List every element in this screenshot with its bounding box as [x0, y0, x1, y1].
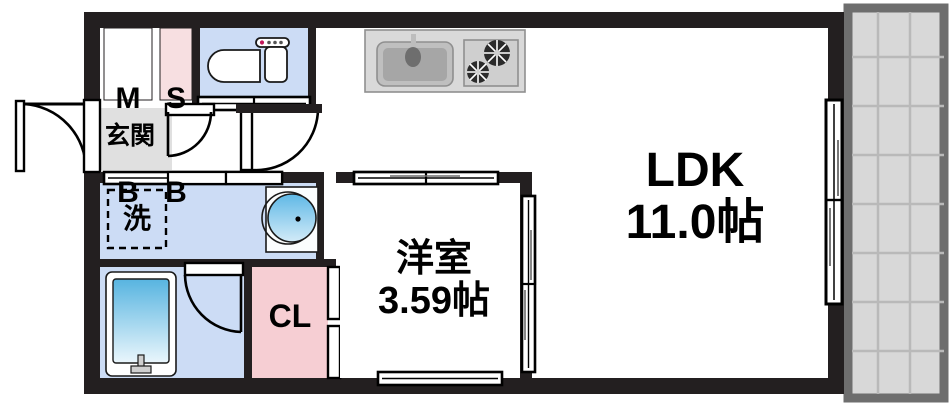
- wash-basin-icon: [261, 186, 319, 253]
- ldk-area-label: 11.0帖: [625, 196, 765, 249]
- closet: [252, 259, 336, 378]
- ldk-name-label: LDK: [645, 144, 745, 197]
- shoe-box: [159, 27, 193, 101]
- bath-door[interactable]: [183, 261, 245, 334]
- washroom-label: 洗: [122, 203, 151, 234]
- balcony-sliding-door[interactable]: [824, 98, 844, 306]
- stove-icon: [463, 39, 519, 87]
- shoe-box-label: S B: [158, 24, 194, 268]
- shoe-box-label-line1: S: [165, 82, 186, 115]
- kitchen-counter: [364, 29, 526, 93]
- bedroom-name-label: 洋室: [395, 238, 472, 280]
- toilet-icon: [207, 37, 290, 83]
- balcony: [843, 3, 949, 403]
- meter-box: [103, 27, 153, 101]
- meter-box-label-line2: B: [117, 176, 139, 209]
- meter-box-label: M B: [104, 24, 152, 268]
- toilet-door[interactable]: [164, 102, 216, 158]
- washing-machine-space: [106, 188, 168, 250]
- bedroom-area-label: 3.59帖: [378, 280, 490, 322]
- bedroom-window-top: [352, 170, 500, 186]
- washroom-sliding-door[interactable]: [102, 170, 284, 186]
- entrance-label: 玄関: [104, 122, 155, 150]
- entrance-door[interactable]: [14, 98, 102, 174]
- bedroom-window-bottom: [376, 370, 504, 387]
- meter-box-label-line1: M: [115, 82, 141, 115]
- kitchen-sink-icon: [376, 34, 454, 87]
- hall-to-ldk-door[interactable]: [236, 104, 322, 172]
- bathtub-icon: [105, 271, 177, 377]
- closet-label: CL: [268, 298, 312, 334]
- shoe-box-label-line2: B: [165, 176, 187, 209]
- bedroom-to-ldk-sliding-door[interactable]: [520, 194, 537, 374]
- entrance-tile: [100, 108, 172, 170]
